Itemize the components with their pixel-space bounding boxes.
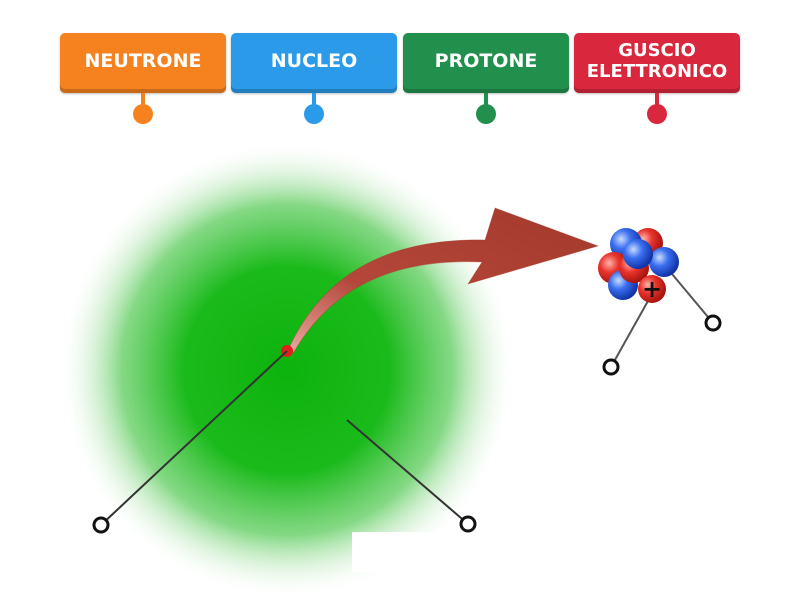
drop-target-circle-icon[interactable]: [459, 515, 477, 533]
plus-sign-icon: +: [642, 275, 662, 303]
label-tile-text: NEUTRONE: [84, 49, 202, 72]
zoom-arrow-icon: [287, 207, 600, 353]
leader-line: [346, 419, 469, 525]
leader-line: [610, 291, 654, 368]
label-tile-connector: [141, 93, 145, 105]
neutron: [649, 247, 679, 277]
drop-target-circle-icon[interactable]: [602, 358, 620, 376]
label-tile-pin[interactable]: [304, 104, 324, 124]
label-tile-guscio-elettronico[interactable]: GUSCIO ELETTRONICO: [574, 33, 740, 93]
label-tile-nucleo[interactable]: NUCLEO: [231, 33, 397, 93]
label-tile-connector: [484, 93, 488, 105]
drop-target-circle-icon[interactable]: [704, 314, 722, 332]
label-tile-pin[interactable]: [647, 104, 667, 124]
label-tile-connector: [655, 93, 659, 105]
leader-line: [100, 350, 288, 526]
label-tile-protone[interactable]: PROTONE: [403, 33, 569, 93]
label-tile-text: PROTONE: [434, 49, 538, 72]
label-tile-text-line1: GUSCIO: [618, 40, 696, 61]
electron-cloud: [57, 140, 517, 600]
label-tile-neutrone[interactable]: NEUTRONE: [60, 33, 226, 93]
neutron: [623, 239, 653, 269]
label-tile-text: NUCLEO: [270, 49, 358, 72]
proton: [638, 275, 666, 303]
label-tile-connector: [312, 93, 316, 105]
drop-target-circle-icon[interactable]: [92, 516, 110, 534]
label-tile-pin[interactable]: [476, 104, 496, 124]
label-tile-text-line2: ELETTRONICO: [586, 61, 728, 82]
atomic-nucleus: +: [598, 228, 679, 303]
label-tile-pin[interactable]: [133, 104, 153, 124]
